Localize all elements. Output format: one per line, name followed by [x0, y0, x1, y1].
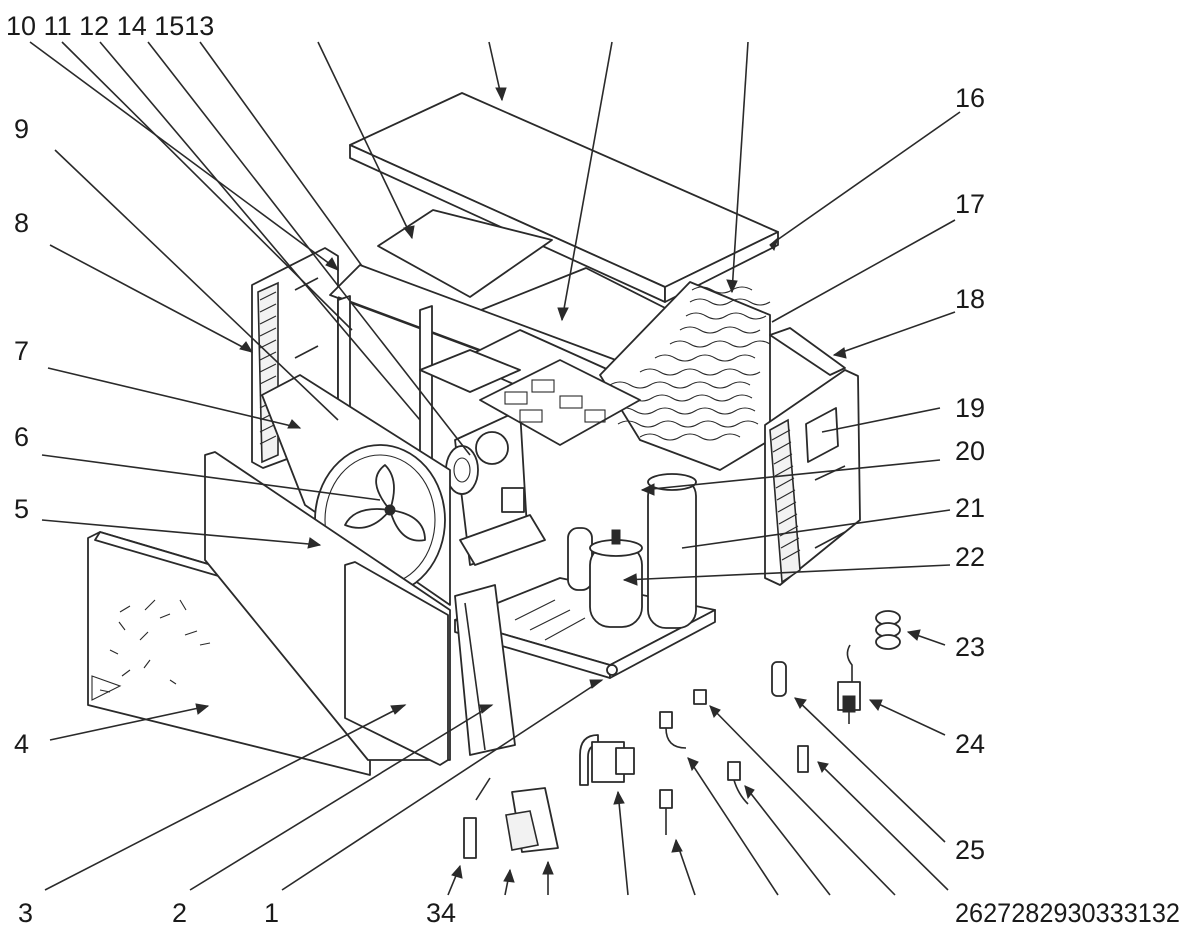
- pressure-switch-a: [659, 789, 673, 835]
- callout-1: 1: [264, 898, 279, 928]
- callout-24: 24: [955, 729, 985, 759]
- callout-10: 10: [6, 11, 36, 41]
- middle-panel: [344, 561, 449, 766]
- callout-23: 23: [955, 632, 985, 662]
- top-cover-panel: [349, 92, 779, 303]
- pressure-switch-c: [727, 761, 749, 805]
- right-side-panel: [764, 327, 861, 586]
- electrical-control-box: [479, 359, 641, 513]
- expansion-valve: [837, 644, 861, 724]
- liquid-receiver: [567, 527, 593, 591]
- callout-26: 26: [955, 898, 983, 928]
- sensor-small: [693, 689, 707, 705]
- callout-15: 15: [154, 11, 184, 41]
- gas-liquid-separator: [647, 473, 697, 629]
- callout-9: 9: [14, 114, 29, 144]
- callout-6: 6: [14, 422, 29, 452]
- compressor: [589, 529, 643, 628]
- partition-plate: [454, 584, 516, 756]
- callout-18: 18: [955, 284, 985, 314]
- callout-28: 28: [1011, 898, 1039, 928]
- callout-34: 34: [426, 898, 456, 928]
- leader-lines: [29, 41, 961, 896]
- callout-30: 30: [1068, 898, 1096, 928]
- callout-20: 20: [955, 436, 985, 466]
- callout-labels: 10 11 12 14 1513 9 8 7 6 5 4 3 2 1 34 16…: [6, 11, 1180, 928]
- fan-blade: [344, 464, 426, 542]
- callout-25: 25: [955, 835, 985, 865]
- callout-8: 8: [14, 208, 29, 238]
- callout-31: 31: [1124, 898, 1152, 928]
- inner-top-plate-left: [377, 209, 553, 298]
- callout-22: 22: [955, 542, 985, 572]
- leader-arrowheads: [195, 87, 921, 883]
- callout-4: 4: [14, 729, 29, 759]
- callout-33: 33: [1096, 898, 1124, 928]
- svg-text:10 11 12 14 1513: 10 11 12 14 1513: [6, 11, 214, 41]
- rubber-grommets: [875, 610, 901, 650]
- callout-13: 13: [184, 11, 214, 41]
- callout-27: 27: [983, 898, 1011, 928]
- temperature-sensor: [463, 777, 491, 859]
- callout-29: 29: [1039, 898, 1067, 928]
- controller-display: [505, 787, 559, 853]
- callout-14: 14: [117, 11, 147, 41]
- filter-drier: [771, 661, 787, 697]
- callout-17: 17: [955, 189, 985, 219]
- callout-7: 7: [14, 336, 29, 366]
- callout-3: 3: [18, 898, 33, 928]
- callout-32: 32: [1152, 898, 1180, 928]
- four-way-valve-coil: [579, 734, 635, 786]
- callout-19: 19: [955, 393, 985, 423]
- callout-12: 12: [79, 11, 109, 41]
- fan-motor-bracket: [454, 409, 546, 566]
- svg-text:2627282930333132: 2627282930333132: [955, 898, 1180, 928]
- pressure-switch-b: [659, 711, 687, 749]
- callout-16: 16: [955, 83, 985, 113]
- callout-21: 21: [955, 493, 985, 523]
- sensor-probe: [797, 745, 809, 773]
- callout-2: 2: [172, 898, 187, 928]
- callout-5: 5: [14, 494, 29, 524]
- callout-11: 11: [44, 11, 72, 41]
